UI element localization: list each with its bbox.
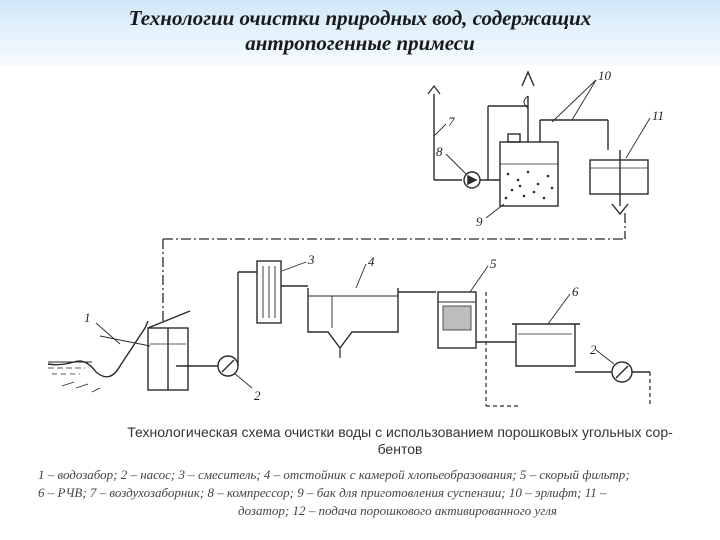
settler xyxy=(307,288,436,358)
label-settler: 4 xyxy=(368,254,375,269)
label-mixer: 3 xyxy=(307,252,315,267)
diagram-labels: 1 2 3 4 5 6 2 7 8 9 10 11 xyxy=(84,68,664,403)
title-banner: Технологии очистки природных вод, содерж… xyxy=(0,0,720,66)
water-intake xyxy=(47,310,218,393)
slide-title: Технологии очистки природных вод, содерж… xyxy=(0,6,720,56)
legend-line-2: 6 – РЧВ; 7 – воздухозаборник; 8 – компре… xyxy=(38,485,607,500)
figure-caption: Технологическая схема очистки воды с исп… xyxy=(100,424,700,458)
rapid-filter xyxy=(437,291,520,407)
label-airlift: 10 xyxy=(598,68,612,83)
caption-line-1: Технологическая схема очистки воды с исп… xyxy=(127,424,673,440)
label-doser: 11 xyxy=(652,108,664,123)
suspension-tank xyxy=(499,133,559,207)
carbon-dosing-line xyxy=(162,213,626,321)
pump-right xyxy=(611,361,651,406)
clean-water-reservoir xyxy=(512,323,612,373)
legend: 1 – водозабор; 2 – насос; 3 – смеситель;… xyxy=(38,466,688,520)
airlift xyxy=(487,70,609,180)
mixer xyxy=(256,260,308,324)
legend-line-1: 1 – водозабор; 2 – насос; 3 – смеситель;… xyxy=(38,467,630,482)
label-pump-left: 2 xyxy=(254,388,261,403)
label-rapid-filter: 5 xyxy=(490,256,497,271)
slide-title-line-1: Технологии очистки природных вод, содерж… xyxy=(128,6,592,30)
label-leaders xyxy=(95,79,651,389)
label-compressor: 8 xyxy=(436,144,443,159)
caption-line-2: бентов xyxy=(377,441,423,457)
label-pump-right: 2 xyxy=(590,342,597,357)
air-compressor-unit xyxy=(427,85,500,189)
label-intake: 1 xyxy=(84,310,91,325)
pump-left xyxy=(217,271,257,377)
label-reservoir: 6 xyxy=(572,284,579,299)
doser xyxy=(589,150,649,216)
water-treatment-scheme: 1 2 3 4 5 6 2 7 8 9 10 11 xyxy=(47,68,664,407)
label-suspension-tank: 9 xyxy=(476,214,483,229)
label-air-intake: 7 xyxy=(448,114,455,129)
slide-title-line-2: антропогенные примеси xyxy=(245,31,475,55)
legend-line-3: дозатор; 12 – подача порошкового активир… xyxy=(238,503,557,518)
